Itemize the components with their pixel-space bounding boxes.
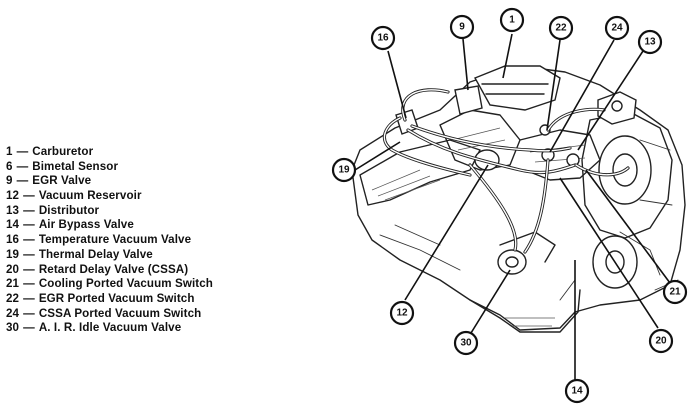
callout-1: 1 xyxy=(499,7,525,33)
legend-label: Distributor xyxy=(38,203,100,217)
legend-number: 24 xyxy=(6,306,20,320)
svg-text:12: 12 xyxy=(396,308,408,319)
svg-text:21: 21 xyxy=(669,287,681,298)
legend-label: Retard Delay Valve (CSSA) xyxy=(38,262,189,276)
legend-number: 16 xyxy=(6,233,20,247)
svg-text:16: 16 xyxy=(377,33,389,44)
legend-separator: — xyxy=(23,189,35,203)
callout-21: 21 xyxy=(662,279,688,305)
legend-item: 24—CSSA Ported Vacuum Switch xyxy=(6,307,213,322)
legend-number: 14 xyxy=(6,218,20,232)
legend-number: 12 xyxy=(6,189,20,203)
legend-item: 14—Air Bypass Valve xyxy=(6,218,213,233)
legend-number: 21 xyxy=(6,277,20,291)
svg-text:14: 14 xyxy=(571,386,583,397)
callout-24: 24 xyxy=(604,15,630,41)
legend-label: Air Bypass Valve xyxy=(38,218,134,232)
svg-text:1: 1 xyxy=(509,15,515,26)
svg-text:22: 22 xyxy=(555,23,567,34)
callouts: 1 9 13 14 16 19 12 20 xyxy=(331,7,688,404)
vacuum-hoses xyxy=(382,88,630,254)
legend-separator: — xyxy=(23,218,35,232)
legend-item: 13—Distributor xyxy=(6,204,213,219)
legend-number: 9 xyxy=(6,174,13,188)
legend-separator: — xyxy=(23,277,35,291)
legend-item: 12—Vacuum Reservoir xyxy=(6,189,213,204)
legend-number: 13 xyxy=(6,203,20,217)
legend-separator: — xyxy=(23,233,35,247)
callout-16: 16 xyxy=(370,25,396,51)
legend-number: 19 xyxy=(6,247,20,261)
legend-item: 21—Cooling Ported Vacuum Switch xyxy=(6,277,213,292)
legend-item: 20—Retard Delay Valve (CSSA) xyxy=(6,263,213,278)
callout-22: 22 xyxy=(548,15,574,41)
legend-label: Cooling Ported Vacuum Switch xyxy=(38,277,213,291)
legend-number: 20 xyxy=(6,262,20,276)
legend-item: 6—Bimetal Sensor xyxy=(6,160,213,175)
legend-number: 22 xyxy=(6,291,20,305)
legend-item: 1—Carburetor xyxy=(6,145,213,160)
svg-text:30: 30 xyxy=(460,338,472,349)
legend-label: Thermal Delay Valve xyxy=(38,247,153,261)
svg-text:13: 13 xyxy=(644,37,656,48)
callout-9: 9 xyxy=(449,14,475,40)
legend-separator: — xyxy=(23,247,35,261)
legend-label: Bimetal Sensor xyxy=(32,159,119,173)
legend-number: 30 xyxy=(6,321,20,335)
svg-text:24: 24 xyxy=(611,23,623,34)
callout-30: 30 xyxy=(453,330,479,356)
legend-item: 19—Thermal Delay Valve xyxy=(6,248,213,263)
legend-item: 16—Temperature Vacuum Valve xyxy=(6,233,213,248)
legend-item: 9—EGR Valve xyxy=(6,174,213,189)
legend-label: Vacuum Reservoir xyxy=(38,189,142,203)
legend-separator: — xyxy=(23,262,35,276)
legend-number: 1 xyxy=(6,145,13,158)
legend-label: EGR Ported Vacuum Switch xyxy=(38,291,195,305)
legend-item: 30—A. I. R. Idle Vacuum Valve xyxy=(6,321,213,336)
legend-item: 22—EGR Ported Vacuum Switch xyxy=(6,292,213,307)
legend-separator: — xyxy=(23,203,35,217)
callout-13: 13 xyxy=(637,29,663,55)
engine-drawing xyxy=(351,65,686,333)
legend-separator: — xyxy=(16,145,29,158)
legend-separator: — xyxy=(23,291,35,305)
svg-text:20: 20 xyxy=(655,336,667,347)
svg-text:9: 9 xyxy=(459,22,465,33)
legend-label: CSSA Ported Vacuum Switch xyxy=(38,306,202,320)
callout-12: 12 xyxy=(389,300,415,326)
legend-separator: — xyxy=(23,321,35,335)
leader-lines xyxy=(354,33,671,380)
legend-label: EGR Valve xyxy=(32,174,92,188)
legend-number: 6 xyxy=(6,159,13,173)
callout-19: 19 xyxy=(331,157,357,183)
legend-label: Temperature Vacuum Valve xyxy=(38,233,192,247)
callout-20: 20 xyxy=(648,328,674,354)
legend-separator: — xyxy=(16,159,29,173)
svg-text:19: 19 xyxy=(338,165,350,176)
legend-separator: — xyxy=(23,306,35,320)
legend-label: A. I. R. Idle Vacuum Valve xyxy=(38,321,182,335)
legend-separator: — xyxy=(16,174,29,188)
legend-label: Carburetor xyxy=(32,145,94,158)
callout-14: 14 xyxy=(564,378,590,404)
